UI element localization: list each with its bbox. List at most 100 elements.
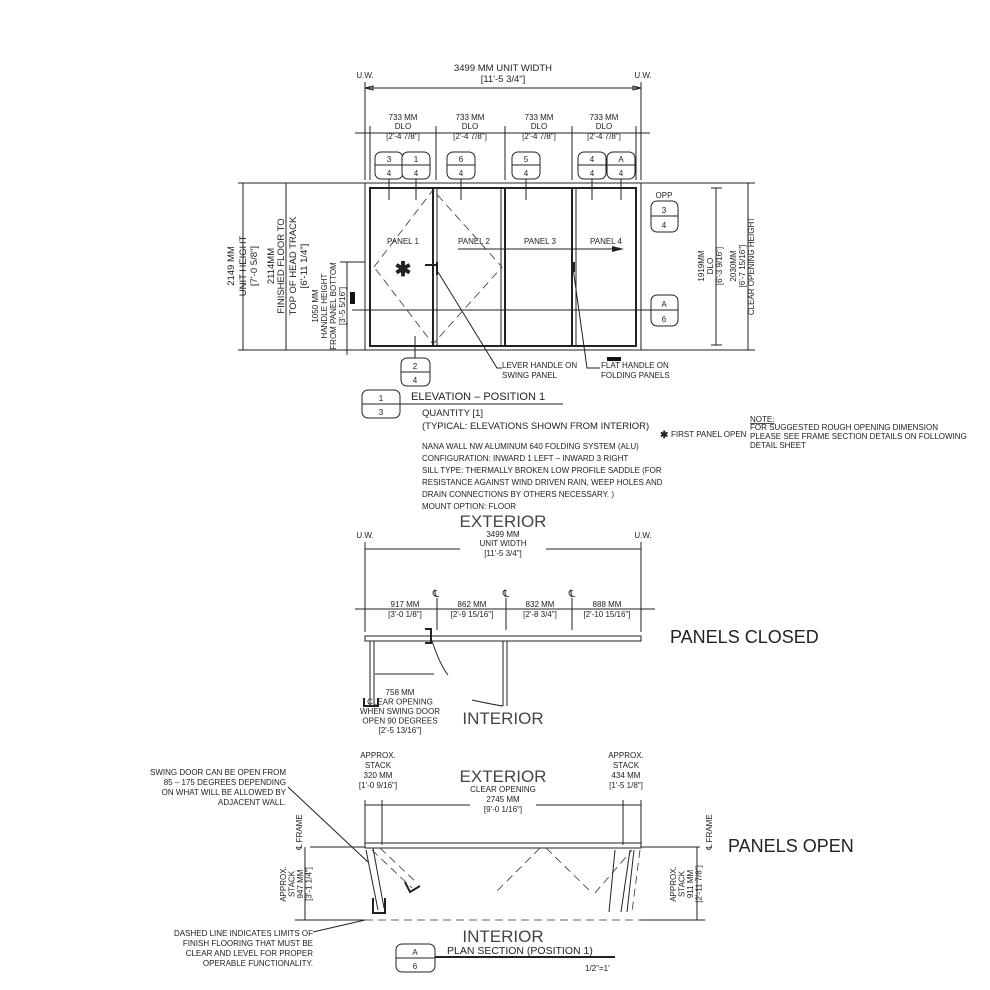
dlo-mm: 733 MM (590, 113, 619, 122)
lever-note-2: SWING PANEL (502, 371, 558, 380)
spec-line: SILL TYPE: THERMALLY BROKEN LOW PROFILE … (422, 466, 662, 475)
handle-icon (363, 628, 432, 707)
segment-mm: 917 MM (391, 600, 420, 609)
interior-label: INTERIOR (462, 927, 543, 946)
panel-frame (369, 187, 637, 347)
segment-ft: [2'-9 15/16"] (451, 610, 494, 619)
floor-track-label: FINISHED FLOOR TO (276, 218, 287, 313)
opp-label: OPP (656, 191, 673, 200)
clear-opening-note: OPEN 90 DEGREES (362, 717, 437, 726)
handle-height-ft: [3'-5 5/16"] (338, 287, 347, 325)
detail-tag: A4 (606, 151, 636, 200)
clear-opening-note: CLEAR OPENING (367, 698, 433, 707)
flat-note-2: FOLDING PANELS (601, 371, 670, 380)
unit-height-label: UNIT HEIGHT (238, 236, 249, 297)
elevation-view: 3499 MM UNIT WIDTH [11'-5 3/4"] U.W. U.W… (226, 63, 967, 511)
width-dimension (364, 82, 642, 180)
cl-frame-left: ℄ FRAME (295, 814, 304, 850)
centerline-icon: ℄ (432, 589, 440, 600)
stack-right: STACK (613, 761, 640, 770)
dlo-dimension (355, 126, 650, 180)
spec-line: NANA WALL NW ALUMINUM 640 FOLDING SYSTEM… (422, 442, 639, 451)
dashed-note: FINISH FLOORING THAT MUST BE (183, 939, 313, 948)
tag-bottom: 4 (459, 169, 464, 178)
dlo-label: DLO (531, 122, 547, 131)
spec-line: RESISTANCE AGAINST WIND DRIVEN RAIN, WEE… (422, 478, 663, 487)
detail-tag: 54 (511, 151, 541, 200)
first-panel-note: FIRST PANEL OPEN (671, 430, 747, 439)
height-dimensions (238, 182, 755, 355)
stack-left: APPROX. (360, 751, 396, 760)
folded-panels (371, 847, 641, 913)
tag-top: 2 (413, 362, 418, 371)
swing-diamond (373, 189, 503, 345)
detail-tag: 44 (577, 151, 607, 200)
detail-tag: 64 (446, 151, 476, 200)
panel-swings (369, 640, 508, 707)
swing-note: ADJACENT WALL. (218, 798, 286, 807)
dlo-mm: 733 MM (389, 113, 418, 122)
width-mm: 3499 MM (486, 530, 520, 539)
dlo-ft: [2'-4 7/8"] (453, 132, 487, 141)
dlo-label: DLO (395, 122, 411, 131)
elevation-title: ELEVATION – POSITION 1 (411, 391, 545, 403)
handle-icon (372, 881, 421, 914)
unit-frame (364, 182, 642, 351)
clear-height-ft: [6'-7 15/16"] (738, 245, 747, 288)
uw-left: U.W. (356, 531, 373, 540)
stack-right: [1'-5 1/8"] (609, 781, 643, 790)
uw-right: U.W. (634, 71, 651, 80)
unit-height-mm: 2149 MM (226, 246, 237, 286)
cl-frame-right: ℄ FRAME (705, 814, 714, 850)
asterisk-icon: ✱ (660, 430, 669, 441)
panel-label: PANEL 1 (387, 237, 420, 246)
tag-top: 3 (662, 206, 667, 215)
stack-left: STACK (365, 761, 392, 770)
lever-note: LEVER HANDLE ON (502, 361, 577, 370)
tag-bottom: 4 (590, 169, 595, 178)
tag-top: A (618, 155, 624, 164)
unit-width-label: 3499 MM UNIT WIDTH (454, 63, 552, 74)
handle-icon (425, 262, 575, 275)
dlo-ft: [2'-4 7/8"] (522, 132, 556, 141)
quantity: QUANTITY [1] (422, 408, 483, 419)
tag-bottom: 4 (387, 169, 392, 178)
tag-top: 4 (590, 155, 595, 164)
tag-top: 5 (524, 155, 529, 164)
swing-panel (365, 847, 385, 911)
panel-stiles (436, 188, 577, 346)
tag-bottom: 4 (414, 169, 419, 178)
tag-top: A (661, 300, 667, 309)
depth-right: [2'-11 7/8"] (695, 865, 704, 903)
asterisk-icon: ✱ (395, 259, 412, 281)
centerline-icon: ℄ (568, 589, 576, 600)
tag-top: 1 (414, 155, 419, 164)
stack-left: [1'-0 9/16"] (359, 781, 397, 790)
uw-left: U.W. (356, 71, 373, 80)
tag-bottom: 6 (413, 962, 418, 971)
depth-left: APPROX. (279, 866, 288, 902)
tag-bottom: 4 (524, 169, 529, 178)
exterior-label: EXTERIOR (460, 512, 547, 531)
width-ft: [11'-5 3/4"] (484, 549, 522, 558)
tag-bottom: 3 (379, 408, 384, 417)
typical-note: (TYPICAL: ELEVATIONS SHOWN FROM INTERIOR… (422, 421, 649, 432)
dlo-mm: 733 MM (456, 113, 485, 122)
note-line: FOR SUGGESTED ROUGH OPENING DIMENSION (750, 423, 938, 432)
handle-marker (350, 292, 355, 304)
panels-open-title: PANELS OPEN (728, 836, 854, 856)
depth-left: [3'-1 1/4"] (305, 867, 314, 901)
stack-right: APPROX. (608, 751, 644, 760)
segment-ft: [2'-10 15/16"] (583, 610, 630, 619)
leader-lines (437, 267, 600, 369)
swing-note: 85 – 175 DEGREES DEPENDING (164, 778, 286, 787)
note-line: PLEASE SEE FRAME SECTION DETAILS ON FOLL… (750, 432, 967, 441)
clear-opening: 2745 MM (486, 795, 520, 804)
detail-tag: 34 (374, 151, 404, 200)
section-title: PLAN SECTION (POSITION 1) (447, 945, 593, 957)
panel-label: PANEL 3 (524, 237, 557, 246)
open-track (364, 842, 642, 849)
dashed-note: DASHED LINE INDICATES LIMITS OF (174, 929, 313, 938)
spec-line: CONFIGURATION: INWARD 1 LEFT – INWARD 3 … (422, 454, 628, 463)
